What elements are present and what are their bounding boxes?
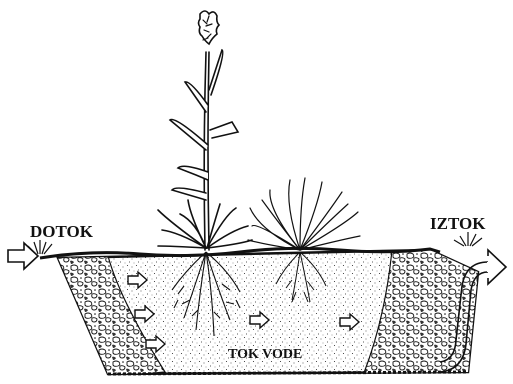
outflow-label: IZTOK xyxy=(430,214,486,233)
inflow-arrow-icon xyxy=(8,243,38,269)
grass-tuft xyxy=(248,178,360,250)
reed-plant xyxy=(158,11,252,250)
water-flow-label: TOK VODE xyxy=(228,347,302,362)
outlet-small-plant xyxy=(454,232,482,246)
inflow-label: DOTOK xyxy=(30,222,94,241)
